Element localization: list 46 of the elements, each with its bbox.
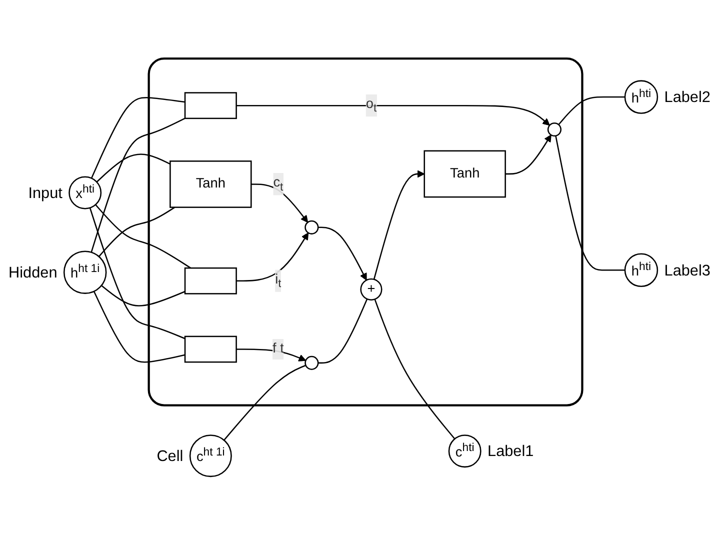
connector	[90, 118, 186, 252]
cluster	[148, 58, 584, 406]
node-box: Tanh	[170, 160, 252, 208]
node-box	[184, 267, 237, 294]
edge-label: c$_{t}$	[273, 176, 284, 193]
node-circle: x$^{hti}$	[68, 176, 102, 210]
edge-label: o$_{t}$	[366, 96, 377, 114]
connector	[89, 208, 186, 340]
connector	[558, 96, 625, 126]
node-circle: h$^{hti}$	[624, 253, 658, 288]
arrow	[373, 170, 425, 280]
node-circle: +	[360, 278, 382, 300]
node-box: Tanh	[424, 150, 506, 198]
connector	[93, 291, 186, 363]
arrow	[318, 226, 367, 280]
arrow	[251, 184, 308, 223]
node-circle: h$^{ht 1i}$	[63, 250, 107, 294]
arrow	[236, 232, 309, 282]
node-circle	[304, 220, 319, 234]
node-caption: Label3	[664, 262, 710, 280]
node-caption: Cell	[156, 448, 184, 465]
connector	[555, 136, 625, 271]
node-caption: Label2	[664, 89, 710, 106]
connector	[101, 285, 186, 306]
edge-label: f t	[272, 342, 284, 356]
node-box	[184, 92, 237, 120]
node-caption: Input	[28, 184, 62, 202]
arrow	[505, 134, 552, 175]
node-caption: Label1	[488, 443, 534, 460]
node-circle: h$^{hti}$	[624, 80, 658, 114]
connector	[318, 298, 368, 364]
node-box	[184, 336, 237, 363]
arrow	[236, 348, 306, 362]
connector	[374, 298, 456, 440]
connector	[96, 154, 170, 182]
arrow	[236, 104, 550, 126]
node-circle	[547, 122, 562, 137]
node-circle: c$^{hti}$	[448, 434, 482, 468]
connector	[90, 96, 186, 179]
edge-label: i$_{t}$	[275, 272, 282, 290]
node-caption: Hidden	[8, 264, 58, 282]
connector	[98, 206, 176, 257]
connector	[224, 364, 306, 441]
node-circle	[304, 356, 319, 370]
node-circle: c$^{ht 1i}$	[189, 434, 232, 478]
connector	[95, 204, 192, 269]
